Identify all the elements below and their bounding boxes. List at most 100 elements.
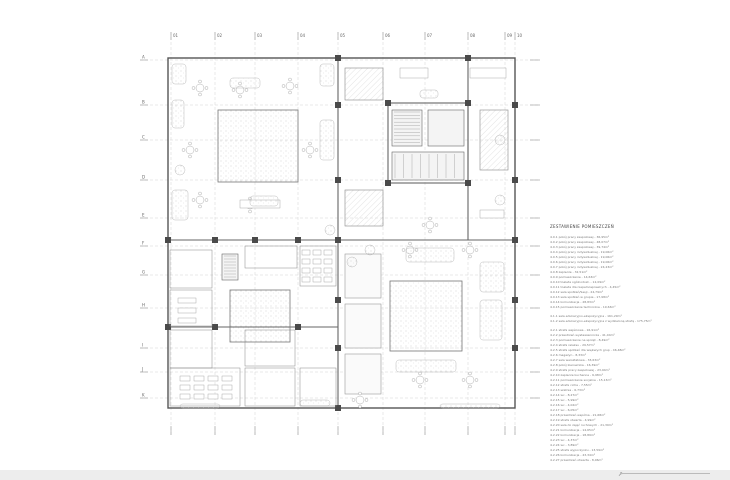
planter bbox=[249, 195, 279, 207]
legend-item: 4.2.21 komunikacja - 14,65m² bbox=[550, 428, 596, 432]
grid-label-left: C bbox=[142, 135, 145, 140]
grid-label-left: G bbox=[142, 270, 145, 275]
column bbox=[512, 177, 518, 183]
legend-item: 4.2.8 pokój kierownika - 16,39m² bbox=[550, 363, 600, 367]
office-room bbox=[244, 329, 296, 367]
desk bbox=[207, 384, 219, 391]
structural-grid bbox=[140, 32, 540, 435]
desk bbox=[312, 258, 322, 265]
chair bbox=[314, 148, 319, 152]
chair bbox=[204, 86, 209, 90]
chair bbox=[434, 223, 439, 227]
desk bbox=[177, 297, 197, 304]
grid-label-top: 06 bbox=[385, 33, 391, 38]
column bbox=[385, 180, 391, 186]
desk bbox=[221, 393, 233, 400]
column bbox=[252, 237, 258, 243]
column bbox=[512, 102, 518, 108]
chair bbox=[408, 241, 412, 246]
legend-item: 4.2.27 przestrzeń otwarta - 8,06m² bbox=[550, 458, 603, 462]
column bbox=[335, 55, 341, 61]
chair bbox=[351, 398, 356, 402]
circulation-core bbox=[221, 109, 465, 281]
desk bbox=[312, 249, 322, 256]
chair bbox=[474, 378, 479, 382]
chair bbox=[288, 90, 292, 95]
desk bbox=[179, 375, 191, 382]
planting bbox=[171, 63, 506, 409]
column bbox=[465, 180, 471, 186]
chair bbox=[188, 141, 192, 146]
planter bbox=[439, 403, 501, 409]
legend-item: 4.2.7 sala warsztatowa - 33,63m² bbox=[550, 358, 601, 362]
office-room bbox=[169, 249, 213, 289]
legend-item: 4.2.16 wc - 4,02m² bbox=[550, 403, 579, 407]
planter bbox=[319, 63, 335, 87]
legend-item: 4.2.15 wc - 5,99m² bbox=[550, 398, 579, 402]
desk bbox=[177, 307, 197, 314]
chair bbox=[364, 398, 369, 402]
column bbox=[335, 237, 341, 243]
chair bbox=[401, 248, 406, 252]
skylight-strips bbox=[344, 253, 382, 395]
grid-label-top: 09 bbox=[507, 33, 513, 38]
chair bbox=[238, 94, 242, 99]
round-table bbox=[355, 395, 365, 405]
legend-item: 4.0.4 pokój pracy indywidualnej - 19,06m… bbox=[550, 250, 614, 254]
building-outline bbox=[167, 57, 516, 409]
planter bbox=[419, 89, 439, 99]
legend-item: 4.0.6 pokój pracy indywidualnej - 19,06m… bbox=[550, 260, 614, 264]
legend-item: 4.1.1 sala edukacyjno-ekspozycyjna - 161… bbox=[550, 314, 622, 318]
legend-item: 4.2.10 zaplecze kuchenne - 6,98m² bbox=[550, 373, 603, 377]
column bbox=[295, 324, 301, 330]
legend-item: 4.1.2 sala edukacyjno-ekspozycyjna z wyd… bbox=[550, 319, 652, 323]
grid-label-top: 10 bbox=[517, 33, 523, 38]
bench bbox=[469, 67, 507, 79]
atrium-east bbox=[389, 280, 463, 352]
chair bbox=[428, 229, 432, 234]
desk bbox=[301, 258, 311, 265]
grid-label-left: D bbox=[142, 175, 145, 180]
chair bbox=[308, 154, 312, 159]
legend-item: 4.0.13 sala spotkań w grupie - 17,98m² bbox=[550, 295, 610, 299]
legend-item: 4.0.1 pokój pracy zespołowej - 36,95m² bbox=[550, 235, 610, 239]
chair bbox=[244, 88, 249, 92]
desk bbox=[193, 375, 205, 382]
grid-label-left: B bbox=[142, 100, 145, 105]
legend-item: 4.2.2 przestrzeń wystawiennicza - 41,04m… bbox=[550, 333, 615, 337]
planter bbox=[479, 261, 505, 293]
chair bbox=[424, 378, 429, 382]
tree-icon bbox=[324, 224, 336, 236]
planter bbox=[395, 359, 457, 373]
desk bbox=[221, 375, 233, 382]
desk bbox=[312, 276, 322, 283]
desk bbox=[301, 276, 311, 283]
tree-icon bbox=[494, 194, 506, 206]
north-arrow-icon: ↗ bbox=[618, 471, 624, 478]
round-table bbox=[415, 375, 425, 385]
desk bbox=[323, 258, 333, 265]
grid-label-left: I bbox=[142, 343, 143, 348]
legend-item: 4.2.17 wc - 6,05m² bbox=[550, 408, 579, 412]
round-table bbox=[195, 83, 205, 93]
legend-item: 4.2.1 strefa wejściowa - 16,91m² bbox=[550, 328, 600, 332]
tree-icon bbox=[494, 134, 506, 146]
grid-label-top: 03 bbox=[257, 33, 263, 38]
chair bbox=[308, 141, 312, 146]
stair-treads bbox=[224, 111, 455, 278]
column bbox=[465, 100, 471, 106]
planter bbox=[171, 99, 185, 129]
atrium-center bbox=[229, 289, 291, 343]
planter bbox=[171, 63, 187, 85]
chair bbox=[461, 248, 466, 252]
planter bbox=[405, 247, 455, 263]
chair bbox=[194, 148, 199, 152]
grid-label-left: J bbox=[141, 367, 143, 372]
office-room bbox=[244, 245, 298, 269]
grid-label-top: 08 bbox=[470, 33, 476, 38]
column bbox=[165, 324, 171, 330]
legend-title: ZESTAWIENIE POMIESZCZEŃ bbox=[550, 224, 615, 229]
legend-item: 4.2.12 strefa cicha - 7,55m² bbox=[550, 383, 592, 387]
column bbox=[385, 100, 391, 106]
desk bbox=[221, 384, 233, 391]
